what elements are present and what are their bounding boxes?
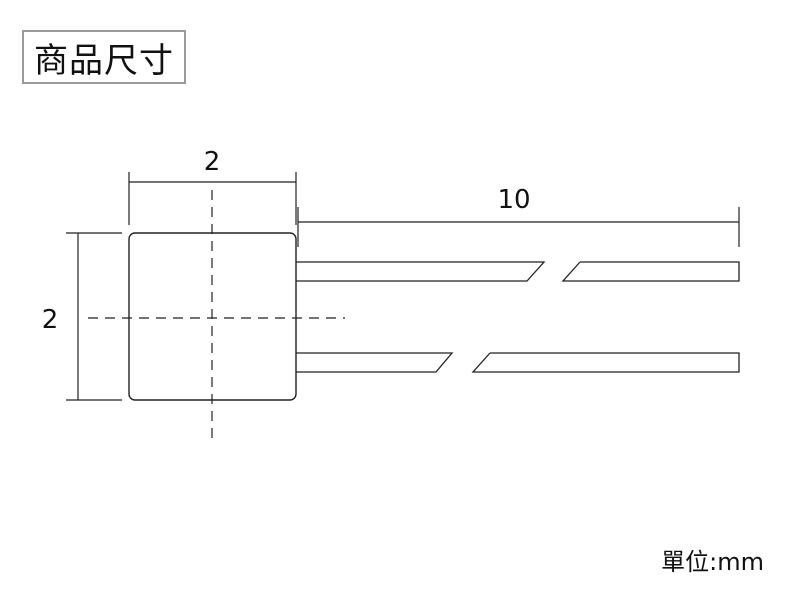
unit-label: 單位:mm: [661, 548, 764, 576]
height-label: 2: [42, 305, 59, 335]
upper-lead-right-segment: [561, 261, 740, 282]
lower-lead-right-segment: [471, 352, 740, 373]
lower-lead-left-segment: [296, 352, 454, 373]
width-label: 2: [204, 147, 221, 177]
upper-lead-left-segment: [296, 261, 546, 282]
page-title: 商品尺寸: [22, 30, 186, 84]
lead-length-label: 10: [497, 185, 530, 215]
